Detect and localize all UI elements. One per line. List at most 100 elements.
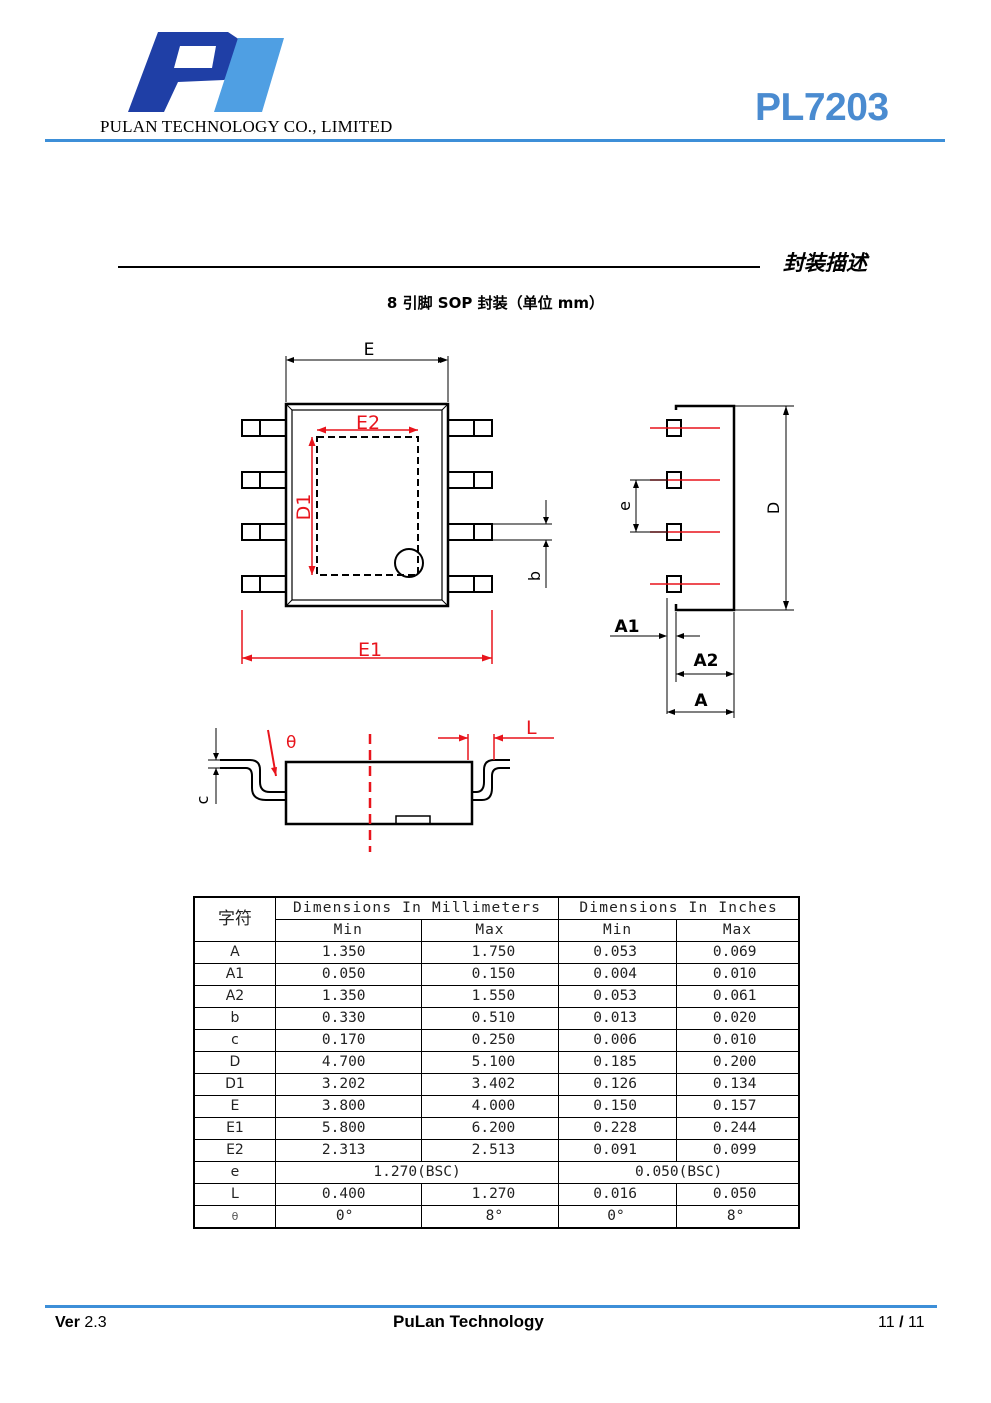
cell-in-min: 0.228 [558, 1117, 677, 1140]
footer-company: PuLan Technology [393, 1312, 544, 1331]
cell-mm-min: 1.350 [274, 941, 422, 964]
cell-mm-min: 4.700 [274, 1051, 422, 1074]
cell-mm-min: 3.202 [274, 1073, 422, 1096]
cell-mm-max: 0.510 [420, 1007, 560, 1030]
label-D1: D1 [293, 494, 315, 521]
label-E2: E2 [356, 412, 380, 434]
cell-in-max: 0.134 [675, 1073, 800, 1096]
dimension-table: 字符 Dimensions In Millimeters Dimensions … [193, 896, 800, 1229]
cell-symbol: E [193, 1095, 276, 1118]
header-inches: Dimensions In Inches [558, 896, 800, 920]
cell-in-max: 8° [675, 1205, 800, 1229]
cell-in-max: 0.200 [675, 1051, 800, 1074]
header-in-min: Min [558, 919, 677, 942]
cell-in-min: 0.006 [558, 1029, 677, 1052]
cell-symbol: e [193, 1161, 276, 1184]
label-c: c [193, 796, 212, 805]
cell-mm-max: 2.513 [420, 1139, 560, 1162]
cell-in-bsc: 0.050(BSC) [558, 1161, 800, 1184]
cell-symbol: θ [193, 1205, 276, 1229]
cell-mm-max: 4.000 [420, 1095, 560, 1118]
cell-symbol: L [193, 1183, 276, 1206]
cell-mm-max: 1.270 [420, 1183, 560, 1206]
cell-mm-max: 8° [420, 1205, 560, 1229]
company-name: PULAN TECHNOLOGY CO., LIMITED [100, 117, 393, 136]
page-number: 11 / 11 [878, 1314, 925, 1332]
cell-in-min: 0.185 [558, 1051, 677, 1074]
cell-mm-min: 0.330 [274, 1007, 422, 1030]
page-current: 11 [878, 1314, 895, 1331]
section-title: 封装描述 [783, 251, 867, 275]
table-header-row: 字符 Dimensions In Millimeters Dimensions … [193, 896, 800, 942]
cell-in-min: 0.053 [558, 985, 677, 1008]
header-mm-max: Max [420, 919, 560, 942]
cell-in-min: 0.150 [558, 1095, 677, 1118]
cell-mm-min: 2.313 [274, 1139, 422, 1162]
page-separator: / [899, 1314, 904, 1331]
cell-mm-max: 1.550 [420, 985, 560, 1008]
cell-symbol: b [193, 1007, 276, 1030]
header-in-max: Max [675, 919, 800, 942]
cell-mm-max: 6.200 [420, 1117, 560, 1140]
logo-notch [174, 46, 216, 68]
cell-in-max: 0.020 [675, 1007, 800, 1030]
package-drawing: E E2 D1 E1 b [193, 340, 794, 852]
cell-symbol: E2 [193, 1139, 276, 1162]
label-E1: E1 [358, 639, 382, 661]
front-view: θ L c [193, 717, 554, 852]
cell-in-max: 0.010 [675, 963, 800, 986]
header-rule [45, 139, 945, 142]
version-number: 2.3 [84, 1314, 107, 1331]
cell-in-min: 0.004 [558, 963, 677, 986]
page-total: 11 [907, 1314, 925, 1331]
cell-mm-min: 0.170 [274, 1029, 422, 1052]
cell-mm-min: 5.800 [274, 1117, 422, 1140]
label-A1: A1 [615, 617, 640, 637]
section-rule [118, 266, 760, 268]
logo-stroke-light [214, 38, 284, 112]
top-view: E E2 D1 E1 b [241, 340, 552, 664]
cell-symbol: A2 [193, 985, 276, 1008]
label-b: b [525, 571, 544, 581]
cell-in-min: 0.053 [558, 941, 677, 964]
label-E: E [364, 340, 375, 360]
cell-mm-max: 5.100 [420, 1051, 560, 1074]
cell-symbol: E1 [193, 1117, 276, 1140]
cell-mm-min: 0° [274, 1205, 422, 1229]
part-number: PL7203 [755, 86, 889, 129]
header-millimeters: Dimensions In Millimeters [274, 896, 560, 920]
cell-symbol: A1 [193, 963, 276, 986]
cell-in-min: 0.016 [558, 1183, 677, 1206]
package-title: 8 引脚 SOP 封装（单位 mm） [386, 294, 605, 312]
cell-symbol: D1 [193, 1073, 276, 1096]
footer-rule [45, 1305, 937, 1308]
cell-in-min: 0.091 [558, 1139, 677, 1162]
header-mm-min: Min [274, 919, 422, 942]
cell-mm-max: 3.402 [420, 1073, 560, 1096]
label-A2: A2 [694, 651, 719, 671]
cell-mm-bsc: 1.270(BSC) [274, 1161, 560, 1184]
cell-in-max: 0.050 [675, 1183, 800, 1206]
label-A: A [694, 691, 708, 711]
cell-mm-min: 0.400 [274, 1183, 422, 1206]
label-theta: θ [286, 733, 296, 753]
table-subheader-row: Min Max Min Max [194, 919, 800, 942]
company-logo [128, 32, 284, 112]
cell-in-min: 0.126 [558, 1073, 677, 1096]
cell-in-max: 0.099 [675, 1139, 800, 1162]
cell-in-max: 0.061 [675, 985, 800, 1008]
version-label: Ver [55, 1314, 80, 1331]
footer-version: Ver 2.3 [55, 1314, 107, 1332]
header-symbol: 字符 [193, 896, 276, 942]
